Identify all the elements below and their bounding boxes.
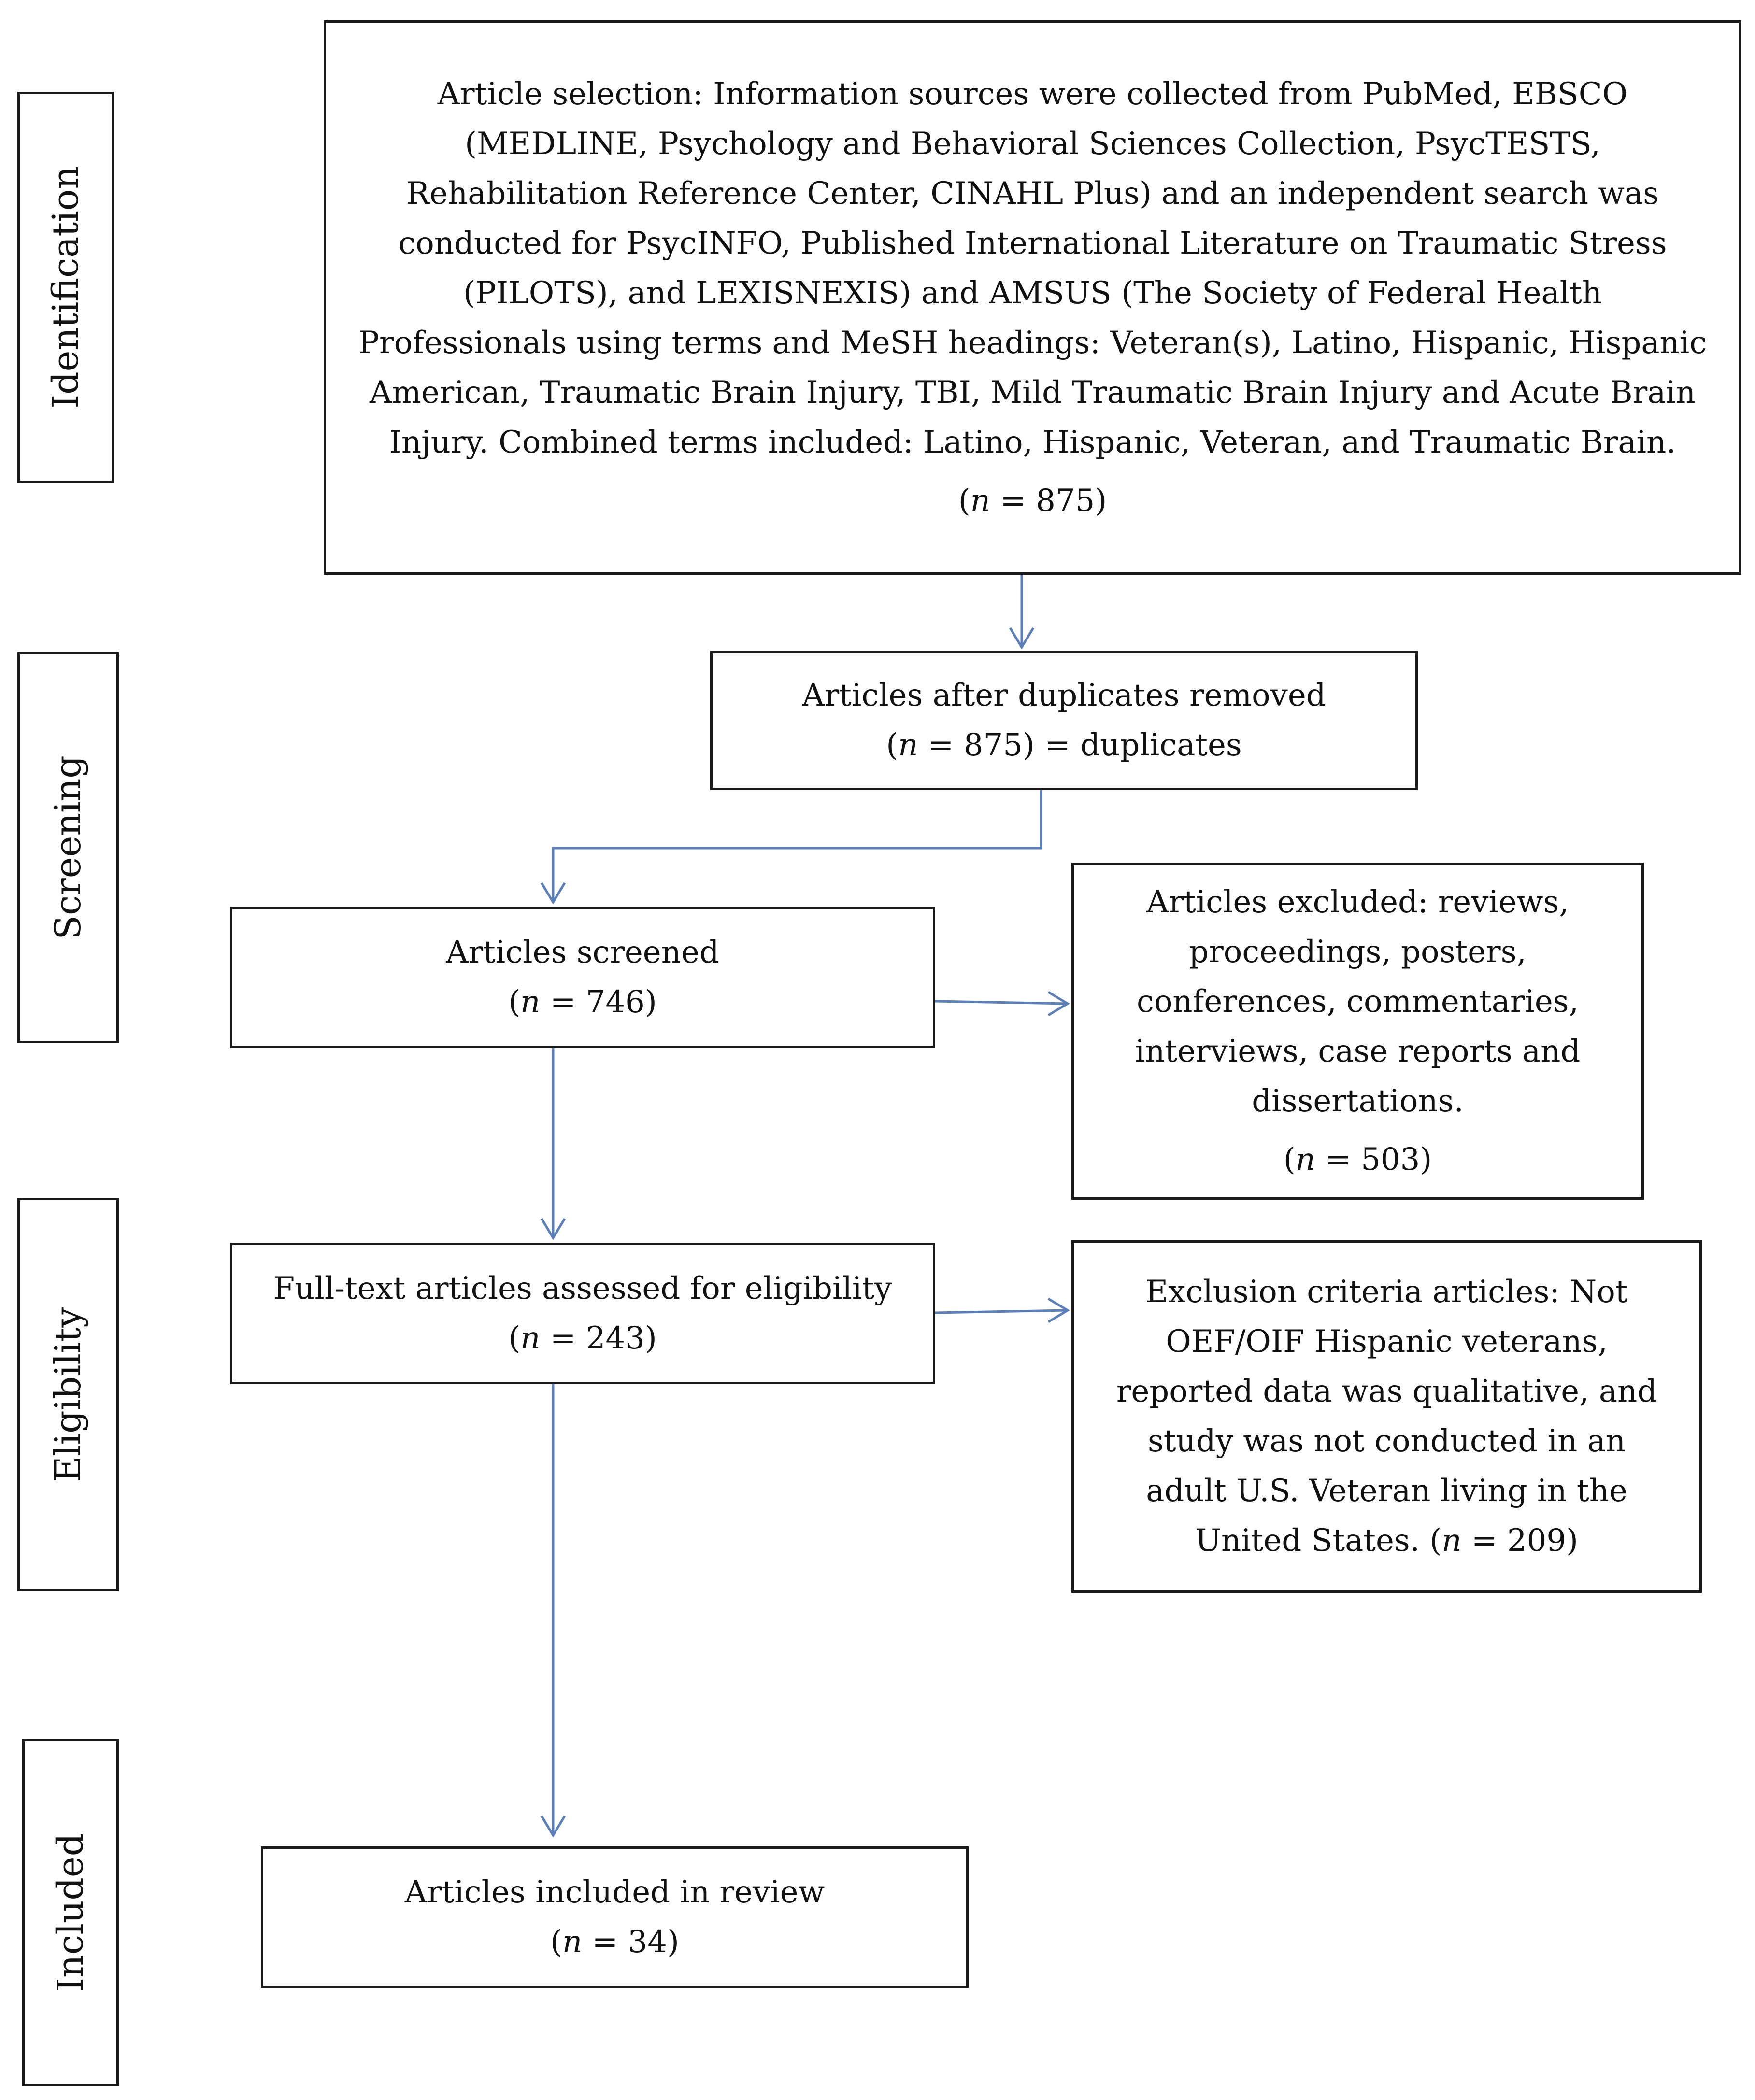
arrow-identification-to-duplicates-head — [1009, 627, 1035, 650]
identification-text: Article selection: Information sources w… — [358, 76, 1707, 460]
exclusion-criteria-box: Exclusion criteria articles: Not OEF/OIF… — [1071, 1240, 1702, 1593]
included-count: (n = 34) — [550, 1924, 679, 1960]
arrow-eligibility-to-exclusion — [935, 1309, 1068, 1314]
stage-screening: Screening — [17, 652, 119, 1043]
eligibility-text: Full-text articles assessed for eligibil… — [273, 1270, 892, 1306]
screened-text: Articles screened — [446, 934, 719, 970]
arrow-screened-to-excluded-head — [1047, 991, 1070, 1017]
arrow-eligibility-to-exclusion-head — [1047, 1297, 1070, 1323]
arrow-eligibility-to-included-head — [540, 1815, 566, 1838]
excluded-box: Articles excluded: reviews, proceedings,… — [1071, 863, 1644, 1200]
screened-count: (n = 746) — [508, 984, 657, 1020]
arrow-duplicates-to-screened — [552, 790, 1042, 902]
arrow-screened-to-eligibility-head — [540, 1218, 566, 1240]
duplicates-text: Articles after duplicates removed — [802, 678, 1326, 713]
identification-box: Article selection: Information sources w… — [324, 20, 1741, 575]
identification-count: (n = 875) — [958, 482, 1107, 519]
arrow-duplicates-to-screened-head — [540, 882, 566, 905]
screened-box: Articles screened (n = 746) — [230, 907, 935, 1048]
excluded-text: Articles excluded: reviews, proceedings,… — [1135, 884, 1581, 1119]
duplicates-count: (n = 875) = duplicates — [886, 727, 1242, 763]
excluded-count: (n = 503) — [1283, 1142, 1432, 1178]
included-text: Articles included in review — [404, 1874, 825, 1910]
duplicates-box: Articles after duplicates removed (n = 8… — [710, 651, 1418, 790]
stage-eligibility: Eligibility — [17, 1198, 119, 1591]
stage-included: Included — [22, 1739, 119, 2086]
arrow-screened-to-excluded — [935, 1000, 1068, 1005]
stage-identification: Identification — [17, 92, 114, 483]
exclusion-criteria-text: Exclusion criteria articles: Not OEF/OIF… — [1116, 1274, 1657, 1559]
included-box: Articles included in review (n = 34) — [261, 1846, 969, 1988]
eligibility-count: (n = 243) — [508, 1320, 657, 1356]
eligibility-box: Full-text articles assessed for eligibil… — [230, 1243, 935, 1384]
